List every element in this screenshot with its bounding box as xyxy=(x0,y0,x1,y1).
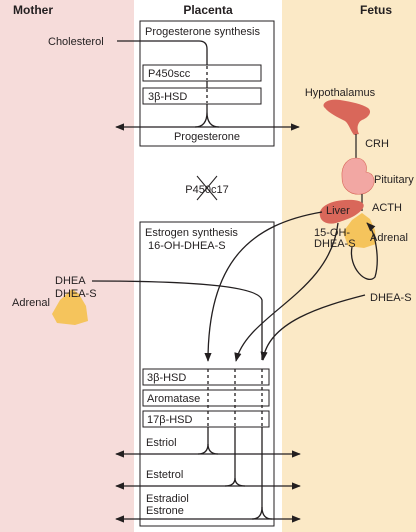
enzyme-box-3b-hsd-progesterone xyxy=(142,87,262,105)
fetal-dhea-s-label: DHEA-S xyxy=(370,292,412,304)
estrogen-synthesis-box xyxy=(139,221,275,527)
fetus-column xyxy=(282,0,416,532)
fetal-dhea-s-to-placenta-path xyxy=(260,294,366,361)
enzyme-box-3b-hsd-estrogen xyxy=(142,368,270,386)
enzyme-label-3b-hsd-progesterone: 3β-HSD xyxy=(148,91,187,103)
cholesterol-label: Cholesterol xyxy=(48,36,104,48)
cholesterol-to-progesterone-path xyxy=(117,40,208,112)
product-estetrol-label: Estetrol xyxy=(146,469,183,481)
16-oh-dhea-s-path xyxy=(204,211,323,362)
progesterone-synthesis-title: Progesterone synthesis xyxy=(145,26,260,38)
pituitary-icon xyxy=(341,157,375,195)
progesterone-label: Progesterone xyxy=(174,131,240,143)
enzyme-box-p450scc xyxy=(142,64,262,82)
progesterone-synthesis-box xyxy=(139,20,275,147)
column-header-mother: Mother xyxy=(13,3,53,17)
liver-product-line2: DHEA-S xyxy=(314,238,356,250)
enzyme-label-p450scc: P450scc xyxy=(148,68,191,80)
enzyme-box-aromatase xyxy=(142,389,270,407)
maternal-product-dhea-s: DHEA-S xyxy=(55,288,97,300)
enzyme-label-17b-hsd: 17β-HSD xyxy=(147,414,193,426)
crh-label: CRH xyxy=(365,138,389,150)
liver-product-line1: 15-OH- xyxy=(314,227,350,239)
enzyme-label-3b-hsd-estrogen: 3β-HSD xyxy=(147,372,186,384)
product-estrone-label: Estrone xyxy=(146,505,184,517)
mother-column xyxy=(0,0,134,532)
column-header-placenta: Placenta xyxy=(183,3,233,17)
enzyme-label-aromatase: Aromatase xyxy=(147,393,200,405)
maternal-product-dhea: DHEA xyxy=(55,275,86,287)
maternal-adrenal-label: Adrenal xyxy=(12,297,50,309)
hypothalamus-icon xyxy=(323,99,371,135)
fetal-adrenal-label: Adrenal xyxy=(370,232,408,244)
maternal-adrenal-icon xyxy=(52,289,88,325)
estrogen-substrate-label: 16-OH-DHEA-S xyxy=(148,240,226,252)
enzyme-box-17b-hsd xyxy=(142,410,270,428)
maternal-dhea-path xyxy=(91,280,263,360)
column-header-fetus: Fetus xyxy=(360,3,392,17)
product-estriol-label: Estriol xyxy=(146,437,177,449)
liver-label: Liver xyxy=(326,205,350,217)
liver-to-placenta-path xyxy=(234,222,339,362)
blocked-enzyme-label: P450c17 xyxy=(185,184,228,196)
hypothalamus-label: Hypothalamus xyxy=(305,87,376,99)
liver-icon xyxy=(319,199,364,224)
product-estradiol-label: Estradiol xyxy=(146,493,189,505)
adrenal-to-liver-path xyxy=(350,222,378,280)
estrogen-synthesis-title: Estrogen synthesis xyxy=(145,227,238,239)
acth-label: ACTH xyxy=(372,202,402,214)
fetal-adrenal-icon xyxy=(343,213,376,248)
pituitary-label: Pituitary xyxy=(374,174,414,186)
blocked-cross-b xyxy=(196,175,218,201)
